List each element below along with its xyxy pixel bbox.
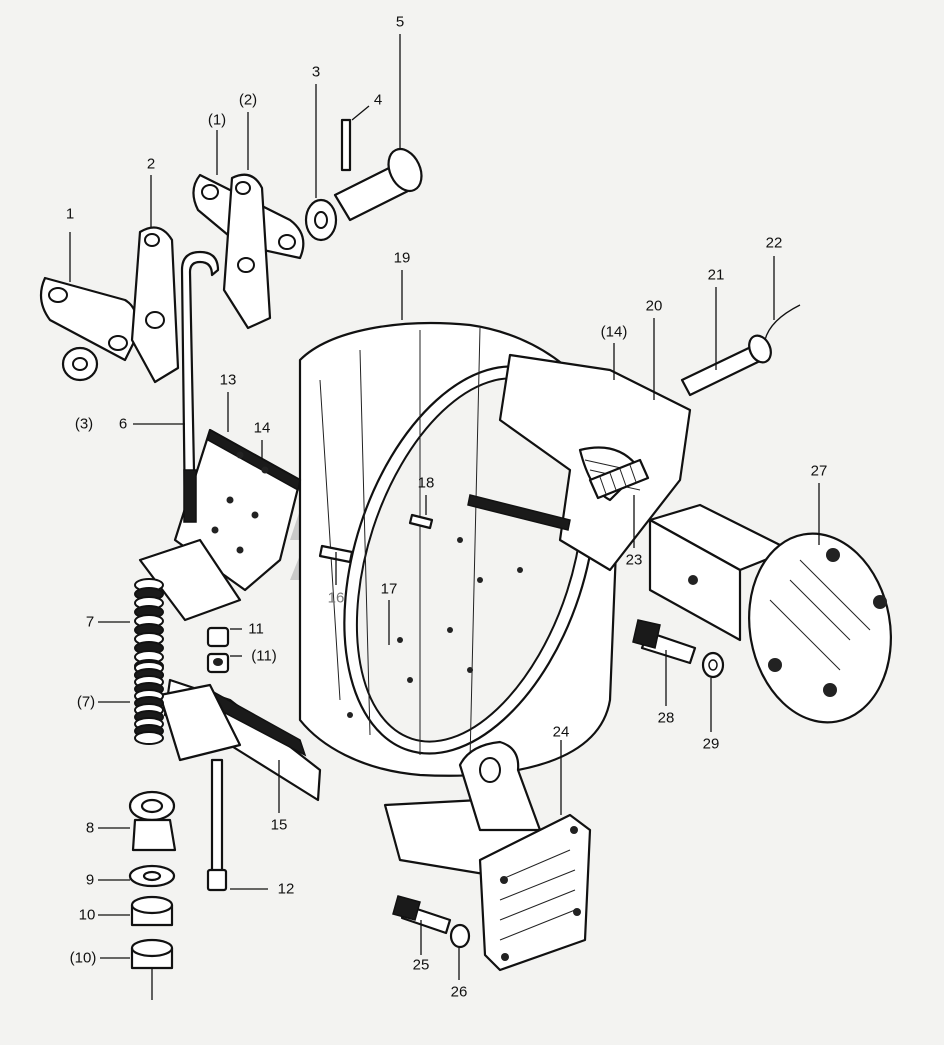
callout-18: 18: [417, 474, 435, 492]
seat-washer-nuts: [128, 790, 177, 970]
callout-2-alt: (2): [238, 91, 258, 109]
callout-27: 27: [810, 462, 828, 480]
callout-12: 12: [277, 880, 295, 898]
callout-14: 14: [253, 419, 271, 437]
callout-19: 19: [393, 249, 411, 267]
callout-25: 25: [412, 956, 430, 974]
callout-17: 17: [380, 580, 398, 598]
mounting-flange: [648, 503, 892, 724]
callout-7: 7: [85, 613, 95, 631]
callout-8: 8: [85, 819, 95, 837]
callout-23: 23: [625, 551, 643, 569]
lower-bracket: [138, 538, 242, 762]
support-bracket: [383, 740, 592, 972]
callout-3: 3: [311, 63, 321, 81]
spring-coil: [134, 731, 164, 745]
callout-6: 6: [118, 415, 128, 433]
callout-13: 13: [219, 371, 237, 389]
bolt-with-wire: [680, 304, 801, 397]
callout-1: 1: [65, 205, 75, 223]
callout-26: 26: [450, 983, 468, 1001]
leader-lines: [69, 34, 820, 1000]
callout-28: 28: [657, 709, 675, 727]
rod: [180, 250, 220, 523]
callout-3-alt: (3): [74, 415, 94, 433]
adjust-spring: [588, 458, 650, 500]
callout-10-alt: (10): [69, 949, 97, 967]
callout-11-alt: (11): [251, 647, 277, 665]
callout-4: 4: [373, 91, 383, 109]
callout-29: 29: [702, 735, 720, 753]
callout-22: 22: [765, 234, 783, 252]
callout-16: 16: [327, 589, 345, 607]
callout-24: 24: [552, 723, 570, 741]
bolt-25-washer-26: [392, 895, 471, 949]
callout-15: 15: [270, 816, 288, 834]
callout-11: 11: [248, 620, 264, 638]
coil-springs: [134, 578, 164, 745]
bolt-and-washer-28-29: [632, 619, 725, 679]
callout-1-alt: (1): [207, 111, 227, 129]
callout-21: 21: [707, 266, 725, 284]
nuts-11: [206, 626, 230, 674]
bolt-12: [206, 758, 228, 892]
pin-assembly: [304, 118, 423, 242]
callout-7-alt: (7): [76, 693, 96, 711]
lever-left: [39, 226, 180, 384]
callout-14-alt: (14): [600, 323, 628, 341]
callout-2: 2: [146, 155, 156, 173]
upper-bracket: [467, 353, 692, 572]
callout-5: 5: [395, 13, 405, 31]
callout-10: 10: [78, 906, 96, 924]
lever-upper: [192, 173, 305, 330]
callout-20: 20: [645, 297, 663, 315]
callout-9: 9: [85, 871, 95, 889]
